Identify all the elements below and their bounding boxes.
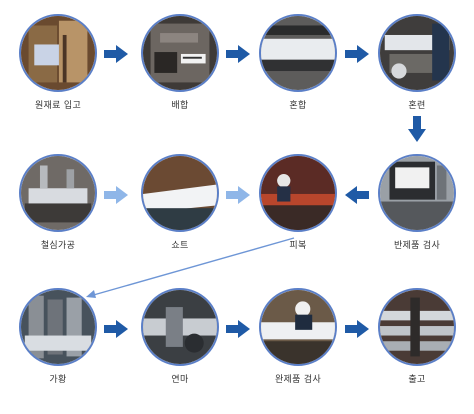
step-label: 연마 [171,375,189,385]
step-label: 반제품 검사 [393,241,441,251]
step-label: 완제품 검사 [274,375,322,385]
step-shipment: 출고 [378,288,460,385]
arrow-right [226,45,250,63]
arrow-right [104,186,128,204]
arrow-right [226,186,250,204]
step-label: 가황 [49,375,67,385]
steel-core-processing-photo [19,154,97,232]
step-compounding: 배합 [141,14,223,111]
arrow-right [345,45,369,63]
compounding-photo [141,14,219,92]
step-label: 원재료 입고 [34,101,82,111]
arrow-right [104,45,128,63]
step-grinding: 연마 [141,288,223,385]
step-semi-product-inspection: 반제품 검사 [378,154,460,251]
arrow-right [104,320,128,338]
arrow-right [345,320,369,338]
step-vulcanization: 가황 [19,288,101,385]
step-coating: 피복 [259,154,341,251]
raw-material-intake-photo [19,14,97,92]
step-kneading: 혼련 [378,14,460,111]
step-label: 쇼트 [171,241,189,251]
step-raw-material-intake: 원재료 입고 [19,14,101,111]
step-label: 배합 [171,101,189,111]
step-label: 철심가공 [40,241,76,251]
step-steel-core-processing: 철심가공 [19,154,101,251]
arrow-down [408,116,426,142]
step-finished-product-inspection: 완제품 검사 [259,288,341,385]
mixing-photo [259,14,337,92]
vulcanization-photo [19,288,97,366]
diagonal-connector-arrow [80,236,300,302]
finished-product-inspection-photo [259,288,337,366]
step-label: 혼합 [289,101,307,111]
grinding-photo [141,288,219,366]
kneading-photo [378,14,456,92]
step-mixing: 혼합 [259,14,341,111]
coating-photo [259,154,337,232]
arrow-left [345,186,369,204]
step-label: 혼련 [408,101,426,111]
shot-photo [141,154,219,232]
step-label: 출고 [408,375,426,385]
shipment-photo [378,288,456,366]
step-shot: 쇼트 [141,154,223,251]
step-label: 피복 [289,241,307,251]
semi-product-inspection-photo [378,154,456,232]
arrow-right [226,320,250,338]
